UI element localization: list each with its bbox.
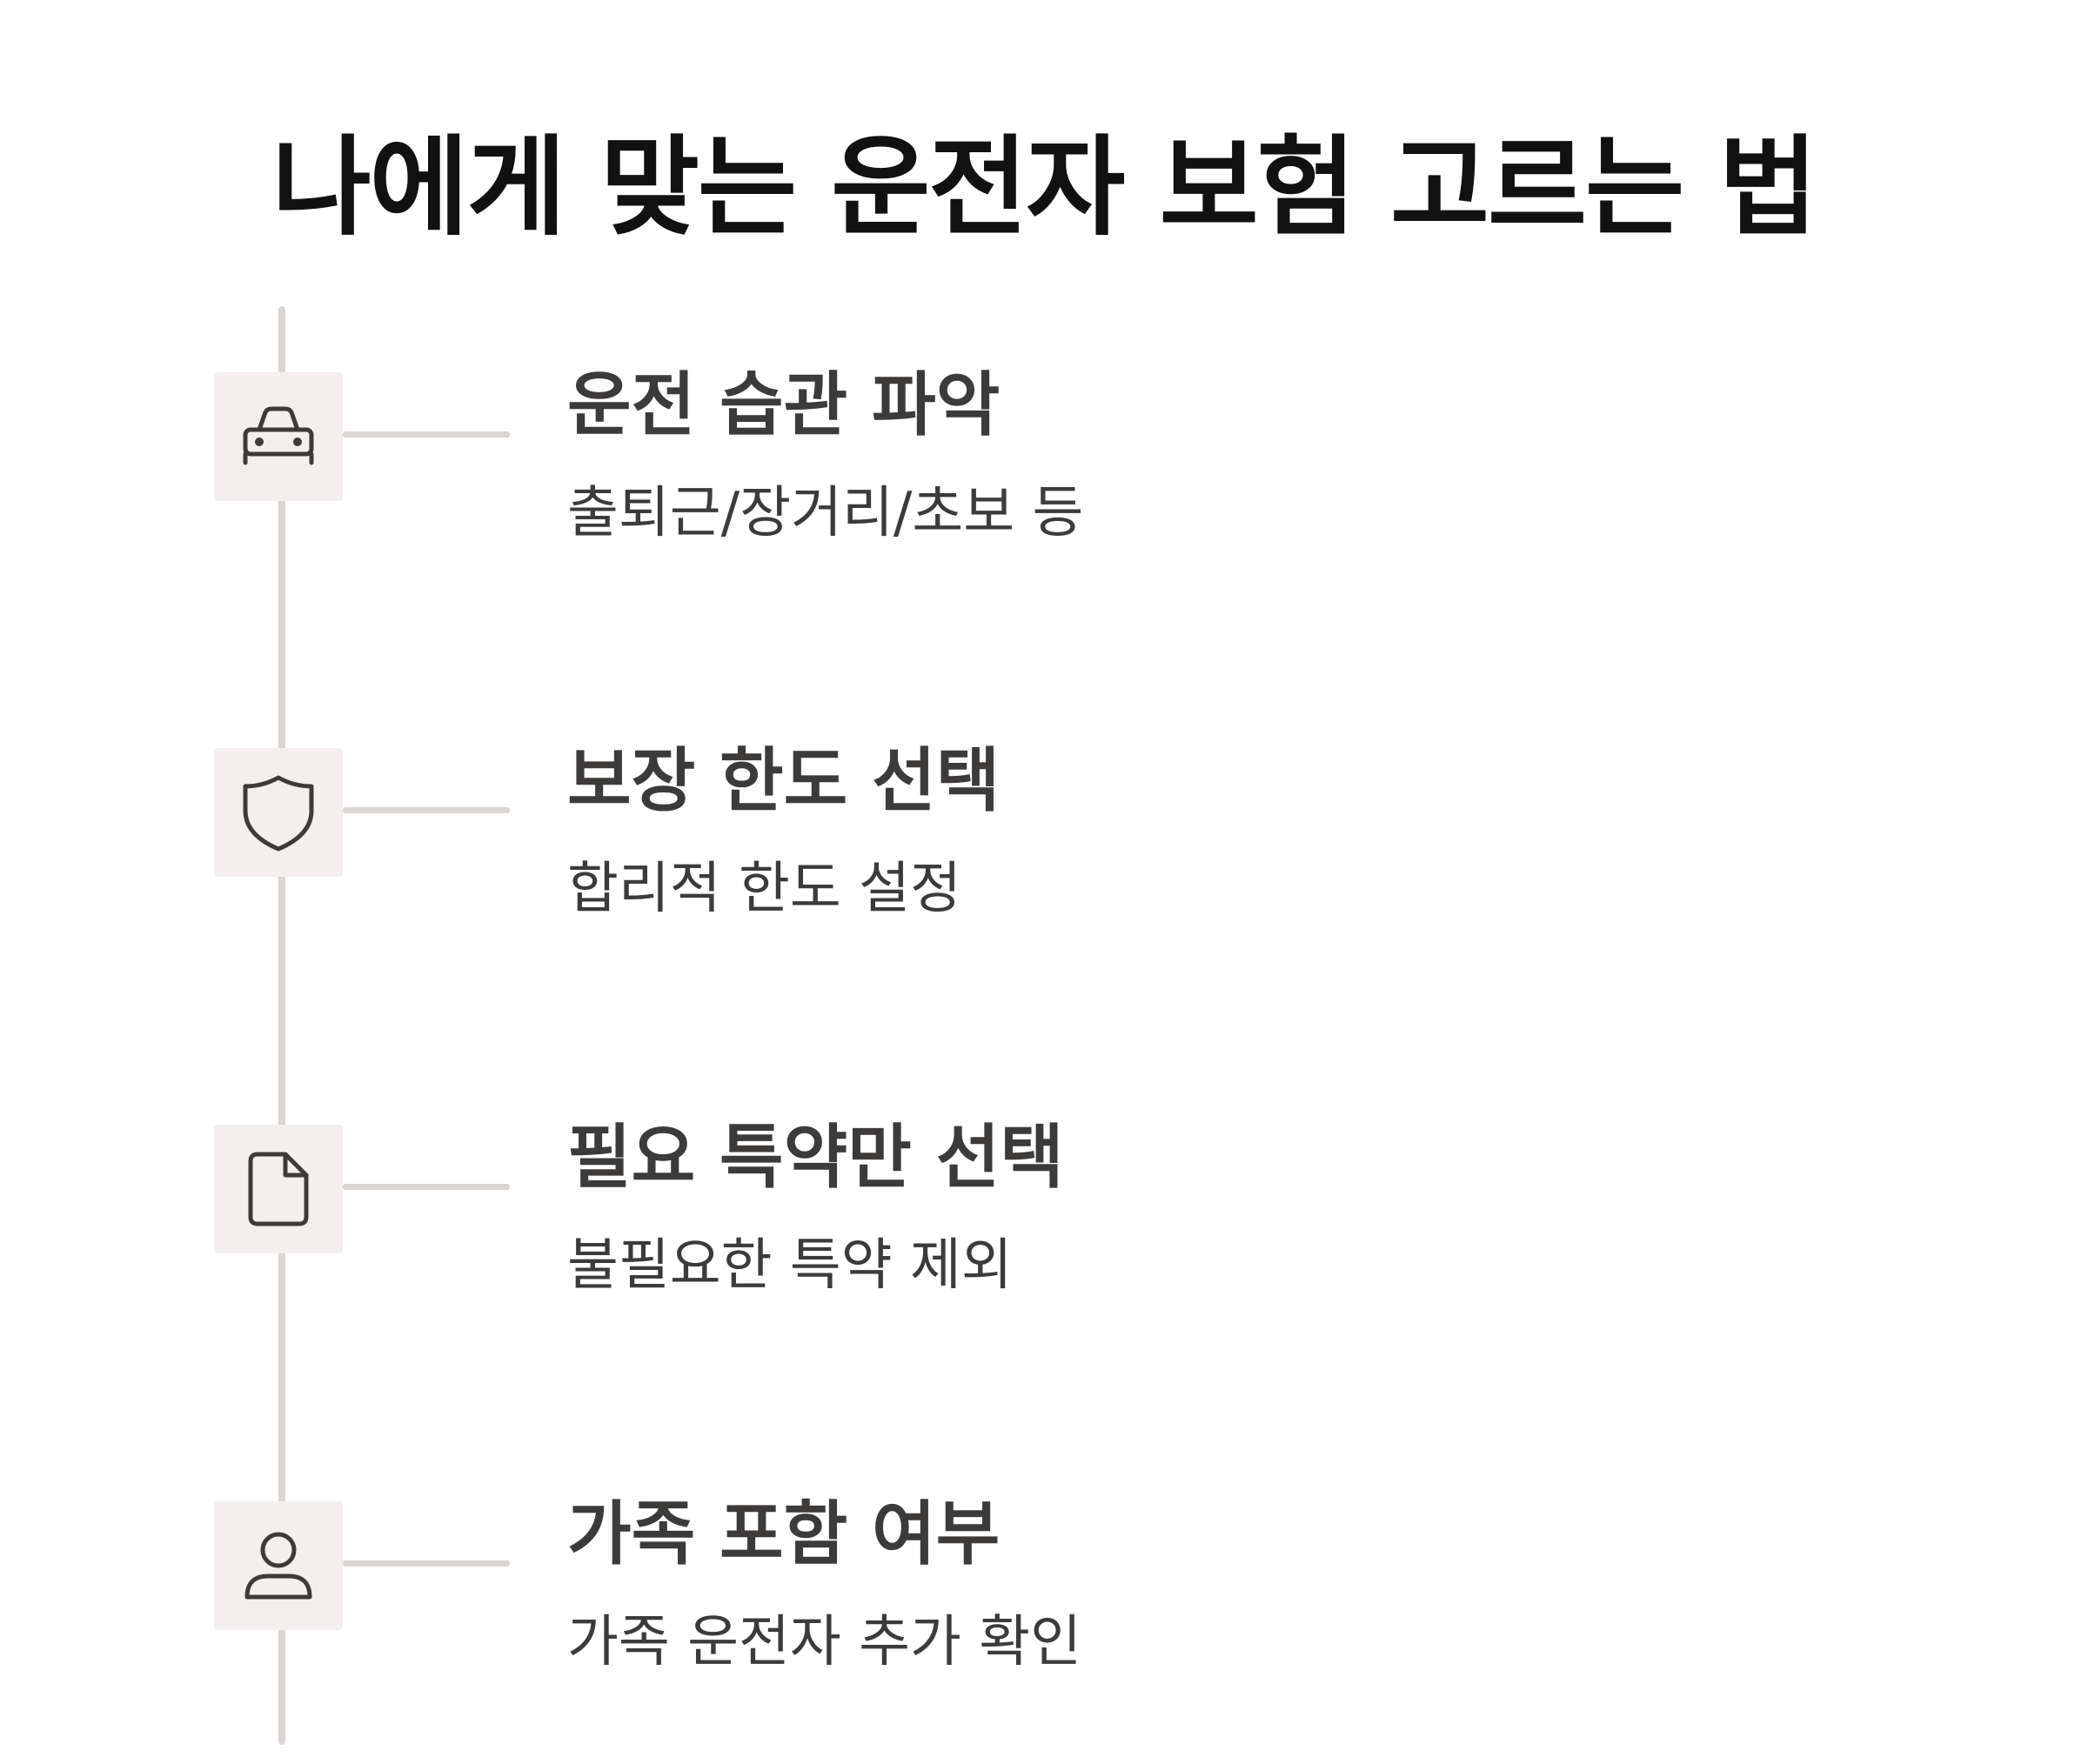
step-icon-container [214, 1501, 343, 1630]
document-icon [248, 1152, 309, 1226]
step-connector-line [343, 1184, 510, 1190]
timeline-step-riders: 필요 특약만 선택 불필요한 특약 제외 [0, 1117, 2088, 1386]
step-description: 불필요한 특약 제외 [567, 1233, 1013, 1298]
timeline-step-family: 가족 포함 여부 가족 운전자 추가 확인 [0, 1493, 2088, 1762]
step-title: 보장 한도 선택 [567, 740, 1000, 821]
page-title: 나에게 맞는 운전자 보험 고르는 법 [271, 125, 1818, 251]
person-icon [244, 1532, 312, 1600]
step-description: 가족 운전자 추가 확인 [567, 1610, 1081, 1674]
shield-icon [243, 775, 314, 852]
car-icon [243, 406, 314, 465]
timeline-step-driving-habits: 운전 습관 파악 출퇴근/장거리/초보 등 [0, 364, 2088, 633]
step-icon-container [214, 372, 343, 501]
step-description: 합리적 한도 설정 [567, 857, 961, 921]
step-title: 운전 습관 파악 [567, 364, 1000, 445]
step-connector-line [343, 431, 510, 438]
step-title: 가족 포함 여부 [567, 1493, 1000, 1574]
step-description: 출퇴근/장거리/초보 등 [567, 481, 1084, 545]
step-title: 필요 특약만 선택 [567, 1117, 1064, 1198]
timeline-vertical-line [278, 306, 285, 1745]
step-icon-container [214, 748, 343, 877]
step-icon-container [214, 1125, 343, 1253]
step-connector-line [343, 1560, 510, 1567]
timeline-step-coverage-limit: 보장 한도 선택 합리적 한도 설정 [0, 740, 2088, 1009]
step-connector-line [343, 807, 510, 813]
